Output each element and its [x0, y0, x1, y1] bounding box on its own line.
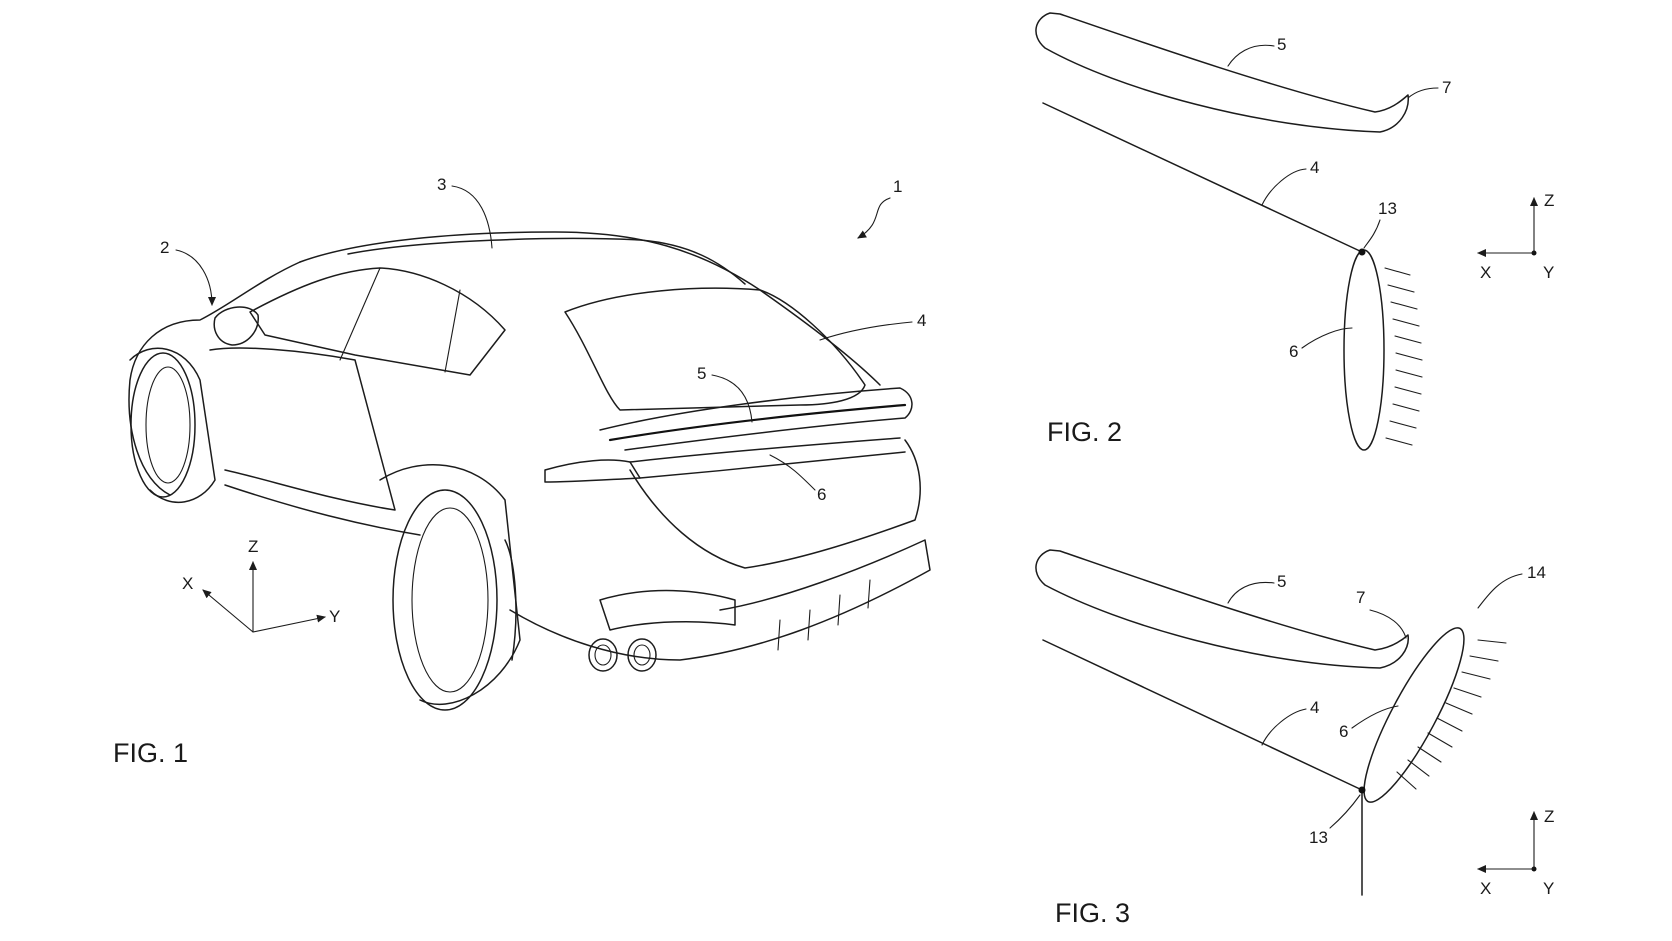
- fig1-y-axis: [252, 614, 326, 633]
- fig2-element-6: [1343, 249, 1385, 451]
- fig3-caption: FIG. 3: [1055, 898, 1130, 928]
- door-line: [209, 347, 396, 511]
- fig2-leader-4: [1261, 168, 1307, 206]
- fig2-airflow-hatching: [1384, 267, 1423, 446]
- fig1-ref-6: 6: [817, 485, 826, 504]
- fig2-ref-5: 5: [1277, 35, 1286, 54]
- side-window-frame: [249, 267, 506, 376]
- spoiler-lip: [608, 403, 907, 442]
- fig2-axis-z: Z: [1544, 191, 1554, 210]
- fig3-leader-7: [1369, 609, 1407, 639]
- fig3-ref-5: 5: [1277, 572, 1286, 591]
- rocker-panel: [224, 484, 421, 536]
- fig2-axis-y: Y: [1543, 263, 1554, 282]
- fig1-reference-labels: 1 2 3 4 5 6: [160, 175, 926, 504]
- fig3-ref-6: 6: [1339, 722, 1348, 741]
- rear-body-lower: [629, 439, 921, 569]
- side-window-divider-1: [339, 267, 381, 361]
- rear-wheel-hub: [411, 507, 489, 693]
- fig3-leader-4: [1261, 708, 1307, 746]
- fig1-caption: FIG. 1: [113, 738, 188, 768]
- fig1-leader-2: [175, 249, 216, 306]
- tail-light-bar-lower: [639, 451, 906, 479]
- front-wheel: [130, 352, 196, 498]
- fig1-leader-4: [819, 321, 913, 341]
- fig2-axis-x: X: [1480, 263, 1491, 282]
- rear-wheel-flare: [504, 539, 517, 661]
- side-mirror: [213, 306, 259, 346]
- car-side-profile: [128, 261, 301, 496]
- fig3-ref-14: 14: [1527, 563, 1546, 582]
- fig1-leader-3: [451, 185, 493, 249]
- fig1-ref-4: 4: [917, 311, 926, 330]
- tail-light-bar: [629, 437, 901, 463]
- fig1-axis-z: Z: [248, 537, 258, 556]
- fig3-ref-7: 7: [1356, 588, 1365, 607]
- fig2-ref-7: 7: [1442, 78, 1451, 97]
- fig2-ref-13: 13: [1378, 199, 1397, 218]
- fig1-leader-1: [857, 197, 891, 239]
- fig3-axis-y: Y: [1543, 879, 1554, 898]
- fig1-ref-1: 1: [893, 177, 902, 196]
- side-window-divider-2: [444, 289, 461, 373]
- fig2-ref-6: 6: [1289, 342, 1298, 361]
- rear-diffuser: [599, 589, 736, 631]
- fig3-leader-14: [1477, 573, 1523, 609]
- rear-spoiler: [599, 387, 913, 451]
- fig1-ref-3: 3: [437, 175, 446, 194]
- fig1-axis-x: X: [182, 574, 193, 593]
- fig1-ref-2: 2: [160, 238, 169, 257]
- fig2-leader-6: [1301, 327, 1353, 349]
- fig3-ref-4: 4: [1310, 698, 1319, 717]
- exhaust-right: [627, 638, 657, 672]
- fig1-axes: Z Y X: [182, 537, 340, 633]
- fig1-leader-6: [769, 454, 816, 491]
- front-wheel-hub: [145, 366, 191, 484]
- fig3-ref-13: 13: [1309, 828, 1328, 847]
- fig3-leader-6: [1351, 705, 1399, 729]
- rear-wheel-arch: [379, 464, 521, 705]
- fig2-leader-7: [1407, 87, 1439, 99]
- fig3-axis-z: Z: [1544, 807, 1554, 826]
- fig1-leader-5: [711, 374, 753, 423]
- rear-window-outline: [564, 287, 866, 411]
- fig2-leader-5: [1227, 44, 1275, 67]
- fig2-reference-labels: 5 7 4 13 6: [1227, 35, 1451, 361]
- rear-wheel: [392, 489, 498, 711]
- fig3-axes: Z X Y: [1477, 807, 1554, 898]
- fig2-caption: FIG. 2: [1047, 417, 1122, 447]
- fig3-airflow-hatching: [1396, 639, 1507, 790]
- tail-light-left: [544, 459, 641, 483]
- fig3-element-6: [1363, 627, 1465, 803]
- fig3-pivot-13: [1358, 786, 1366, 794]
- exhaust-left: [588, 638, 618, 672]
- fig1-ref-5: 5: [697, 364, 706, 383]
- fig3-reference-labels: 5 7 14 4 6 13: [1227, 563, 1546, 847]
- fig3-drawing: [1035, 549, 1507, 896]
- fig3-leader-5: [1227, 581, 1275, 604]
- fig1-x-axis: [202, 589, 254, 633]
- fig3-leader-13: [1329, 794, 1361, 829]
- fig2-leader-13: [1363, 219, 1381, 249]
- fig2-body-line-4: [1042, 102, 1363, 253]
- fig3-body-line-4: [1042, 639, 1363, 791]
- fig3-axis-x: X: [1480, 879, 1491, 898]
- fig2-spoiler-5: [1035, 12, 1409, 133]
- fig1-car-drawing: [128, 231, 931, 711]
- fig2-pivot-13: [1358, 248, 1366, 256]
- fig2-axes: Z X Y: [1477, 191, 1554, 282]
- front-wheel-arch: [129, 347, 216, 504]
- car-roof-inner: [347, 237, 746, 285]
- fig3-spoiler-5: [1035, 549, 1409, 669]
- fig2-ref-4: 4: [1310, 158, 1319, 177]
- rear-bumper: [509, 539, 931, 661]
- fig2-drawing: [1035, 12, 1423, 451]
- fig1-axis-y: Y: [329, 607, 340, 626]
